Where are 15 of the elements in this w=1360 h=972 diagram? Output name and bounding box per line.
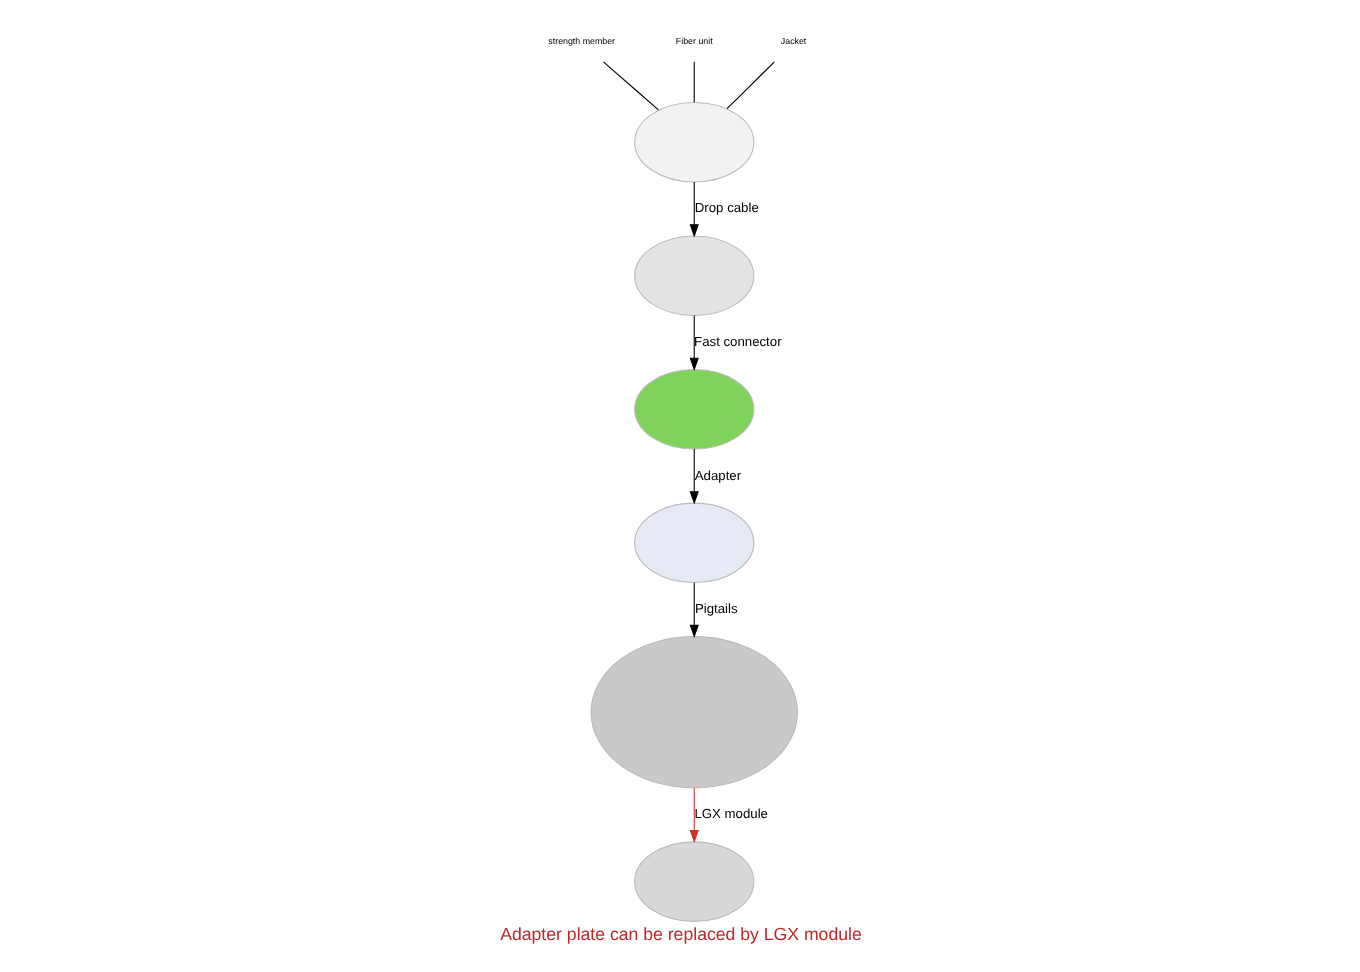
caption: Adapter plate can be replaced by LGX module [499, 923, 861, 944]
connector [692, 61, 694, 103]
connector [601, 61, 658, 111]
arrow [688, 787, 698, 844]
node-circle [589, 636, 797, 789]
arrow [688, 181, 698, 238]
arrow [688, 582, 698, 639]
connector [725, 61, 774, 110]
node-circle [633, 502, 754, 584]
arrow [688, 315, 698, 371]
arrow [688, 448, 698, 505]
node-circle [633, 235, 754, 317]
node-circle [633, 841, 754, 922]
node-circle [633, 101, 754, 183]
node-circle [633, 369, 754, 450]
